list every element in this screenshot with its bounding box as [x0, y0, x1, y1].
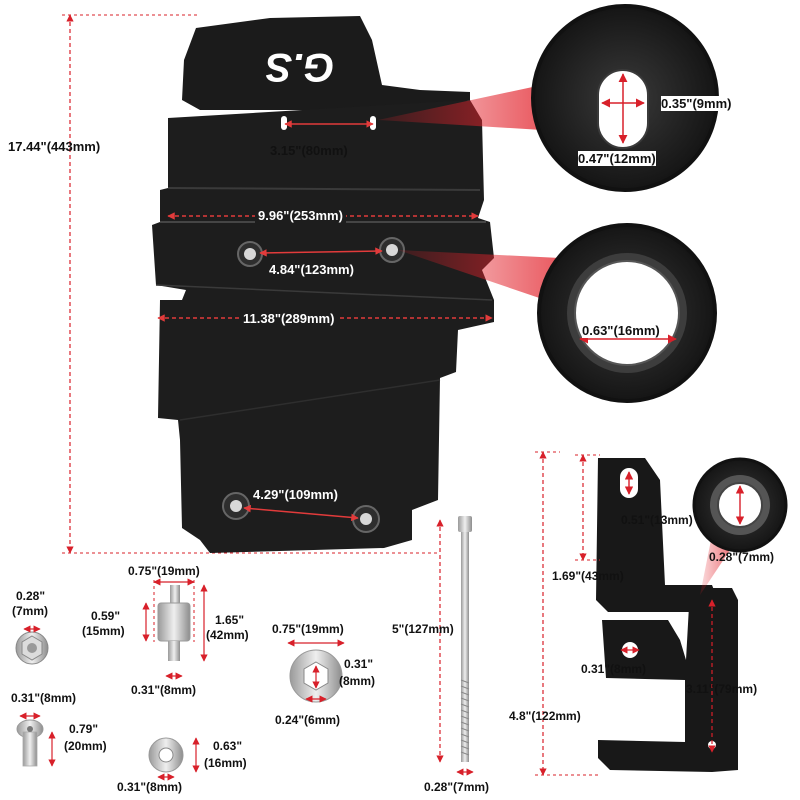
label-spacer-hole: 0.24"(6mm): [275, 713, 341, 727]
flange-nut: [15, 625, 49, 665]
plate-logo: G.S: [265, 45, 334, 89]
label-nut-size-1: 0.28": [16, 589, 46, 603]
label-bracket-slot: 0.51"(13mm): [621, 513, 693, 527]
magnifier-nut: [692, 457, 788, 553]
label-bolt-diameter: 0.28"(7mm): [424, 780, 490, 794]
label-hole-spacing-upper: 4.84"(123mm): [267, 262, 356, 277]
label-spacer-height-1: 0.31": [344, 657, 374, 671]
washer: [148, 737, 200, 781]
plate-slot-right: [370, 116, 376, 130]
plate-hole-bottom-left: [222, 492, 250, 520]
label-bracket-upper-height: 1.69"(43mm): [552, 569, 624, 583]
label-slot-spacing: 3.15"(80mm): [270, 143, 348, 158]
label-hole-spacing-bottom: 4.29"(109mm): [251, 487, 340, 502]
label-standoff-total-2: (42mm): [206, 628, 249, 642]
button-screw: [16, 712, 56, 767]
plate-hole-bottom-right: [352, 505, 380, 533]
label-standoff-total-1: 1.65": [215, 613, 245, 627]
label-washer-outer-1: 0.63": [213, 739, 243, 753]
beam-slot: [378, 85, 542, 130]
beam-hole: [398, 250, 560, 305]
label-hole-diameter: 0.63"(16mm): [582, 323, 660, 338]
label-bracket-lower-height: 3.11"(79mm): [686, 682, 758, 696]
label-screw-length-1: 0.79": [69, 722, 99, 736]
label-overall-height: 17.44"(443mm): [8, 139, 101, 154]
plate-main-body: [152, 100, 494, 553]
plate-top-tab: [182, 16, 470, 110]
standoff-stud: [142, 578, 208, 680]
spacer: [287, 639, 345, 703]
label-spacer-height-2: (8mm): [339, 674, 376, 688]
plate-slot-left: [281, 116, 287, 130]
label-standoff-width: 0.75"(19mm): [128, 564, 200, 578]
label-slot-width: 0.35"(9mm): [661, 96, 732, 111]
plate-hole-upper-right: [379, 237, 405, 263]
label-bracket-hole: 0.31"(8mm): [581, 662, 647, 676]
label-bolt-length: 5"(127mm): [392, 622, 454, 636]
overall-height-dimension: [62, 14, 440, 554]
label-width-lower: 11.38"(289mm): [240, 311, 338, 326]
label-screw-head: 0.31"(8mm): [11, 691, 77, 705]
label-slot-height: 0.47"(12mm): [578, 151, 656, 166]
bracket-dimension-lines: [535, 451, 600, 776]
long-bolt: [436, 516, 474, 776]
bracket-lower: [598, 588, 738, 772]
label-washer-outer-2: (16mm): [204, 756, 247, 770]
label-screw-length-2: (20mm): [64, 739, 107, 753]
label-width-upper: 9.96"(253mm): [255, 208, 346, 223]
magnifier-hole: [537, 223, 717, 403]
label-nut-insert: 0.28"(7mm): [709, 550, 775, 564]
plate-hole-upper-left: [237, 241, 263, 267]
label-bracket-total-height: 4.8"(122mm): [509, 709, 581, 723]
label-standoff-body-2: (15mm): [82, 624, 125, 638]
label-standoff-thread: 0.31"(8mm): [131, 683, 197, 697]
label-nut-size-2: (7mm): [12, 604, 49, 618]
label-spacer-width: 0.75"(19mm): [272, 622, 344, 636]
label-washer-inner: 0.31"(8mm): [117, 780, 183, 794]
label-standoff-body-1: 0.59": [91, 609, 121, 623]
skid-plate: G.S: [152, 16, 494, 553]
